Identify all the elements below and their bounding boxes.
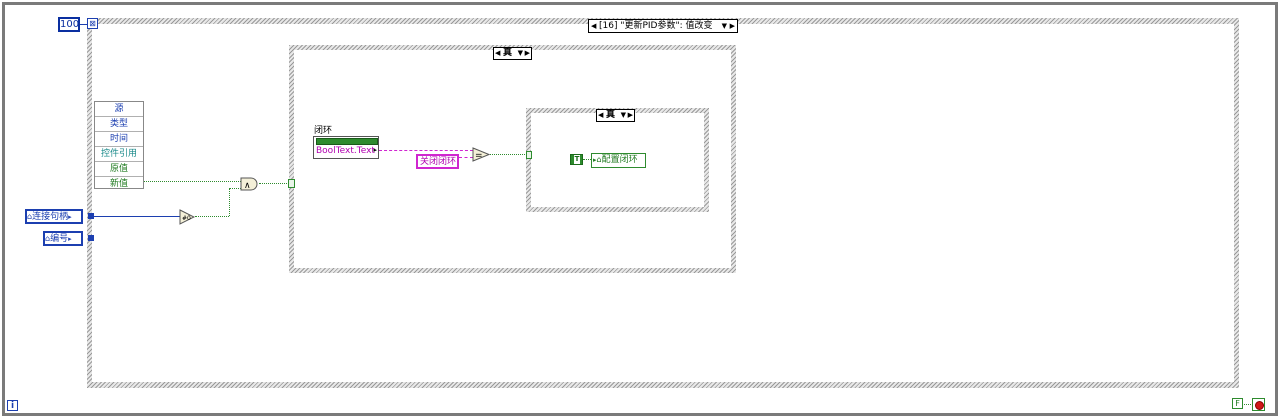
- true-constant-label: T: [574, 155, 580, 164]
- set-closed-loop-terminal[interactable]: ▸⌂配置闭环: [591, 153, 646, 168]
- case-dropdown-icon[interactable]: ▼: [517, 49, 523, 57]
- close-loop-string-constant[interactable]: 关闭闭环: [416, 154, 459, 169]
- outer-case-selector-terminal: [288, 179, 295, 188]
- bool-indicator-bar: [316, 138, 378, 145]
- event-data-ctlref: 控件引用: [95, 147, 143, 162]
- inner-case-label: 真: [606, 110, 616, 120]
- event-dropdown-icon[interactable]: ▼: [721, 22, 727, 30]
- property-node[interactable]: BoolText.Text ▸: [313, 136, 379, 159]
- svg-text:∧: ∧: [244, 181, 251, 191]
- iteration-terminal: i: [7, 400, 18, 411]
- case-prev-icon[interactable]: ◀: [495, 49, 501, 57]
- equal-node[interactable]: =: [472, 147, 491, 162]
- set-closed-loop-label: 配置闭环: [601, 155, 638, 165]
- event-next-icon[interactable]: ▶: [729, 22, 735, 30]
- number-terminal[interactable]: ⌂编号▸: [43, 231, 83, 246]
- outer-case-label: 真: [503, 48, 513, 58]
- loop-count-constant[interactable]: 100: [58, 17, 80, 32]
- event-data-node[interactable]: 源 类型 时间 控件引用 原值 新值: [94, 101, 144, 189]
- event-data-oldval: 原值: [95, 162, 143, 177]
- count-wire: [80, 24, 88, 25]
- stop-false-constant[interactable]: F: [1232, 398, 1243, 409]
- case-next-icon[interactable]: ▶: [627, 111, 633, 119]
- event-selector-label: [16] "更新PID参数": 值改变: [599, 21, 713, 31]
- loop-count-terminal: ⊠: [87, 18, 98, 29]
- case-next-icon[interactable]: ▶: [524, 49, 530, 57]
- inner-case-selector[interactable]: ◀ 真 ▼ ▶: [596, 109, 635, 122]
- wire-string-const: [459, 157, 473, 158]
- wire-connect-handle: [94, 216, 180, 217]
- event-prev-icon[interactable]: ◀: [591, 22, 597, 30]
- tunnel-connect: [88, 213, 94, 219]
- event-selector[interactable]: ◀ [16] "更新PID参数": 值改变 ▼ ▶: [588, 19, 738, 33]
- inner-case-selector-terminal: [526, 151, 532, 159]
- wire-and-out: [259, 183, 289, 184]
- and-node[interactable]: ∧: [240, 176, 259, 191]
- event-data-type: 类型: [95, 117, 143, 132]
- svg-text:#0: #0: [182, 215, 191, 222]
- wire-notref-out-h: [195, 216, 229, 217]
- true-constant[interactable]: T: [570, 154, 583, 165]
- wire-true: [583, 159, 591, 160]
- wire-notref-out-v: [229, 188, 230, 216]
- event-data-source: 源: [95, 102, 143, 117]
- wire-newval: [144, 181, 241, 182]
- outer-case-selector[interactable]: ◀ 真 ▼ ▶: [493, 47, 532, 60]
- home-icon: ⌂: [596, 155, 602, 164]
- case-prev-icon[interactable]: ◀: [598, 111, 604, 119]
- home-icon: ⌂: [27, 212, 33, 221]
- svg-text:=: =: [475, 151, 483, 161]
- wire-equal-out: [490, 154, 527, 155]
- arrow-right-icon: ▸: [68, 235, 72, 243]
- stop-condition-icon: [1252, 398, 1265, 411]
- arrow-right-icon: ▸: [593, 156, 597, 164]
- property-out-arrow-icon: ▸: [373, 146, 377, 154]
- home-icon: ⌂: [45, 234, 51, 243]
- wire-text-out: [379, 150, 473, 151]
- event-data-newval: 新值: [109, 179, 128, 189]
- connect-handle-terminal[interactable]: ⌂连接句柄▸: [25, 209, 83, 224]
- number-label: 编号: [50, 234, 69, 244]
- property-node-property: BoolText.Text: [316, 146, 375, 156]
- arrow-right-icon: ▸: [68, 213, 72, 221]
- case-dropdown-icon[interactable]: ▼: [620, 111, 626, 119]
- connect-handle-label: 连接句柄: [32, 212, 69, 222]
- tunnel-number: [88, 235, 94, 241]
- wire-notref-to-and: [229, 188, 241, 189]
- property-node-title: 闭环: [314, 126, 333, 136]
- event-data-time: 时间: [95, 132, 143, 147]
- not-a-refnum-node[interactable]: #0: [179, 209, 196, 225]
- stop-wire: [1244, 404, 1253, 405]
